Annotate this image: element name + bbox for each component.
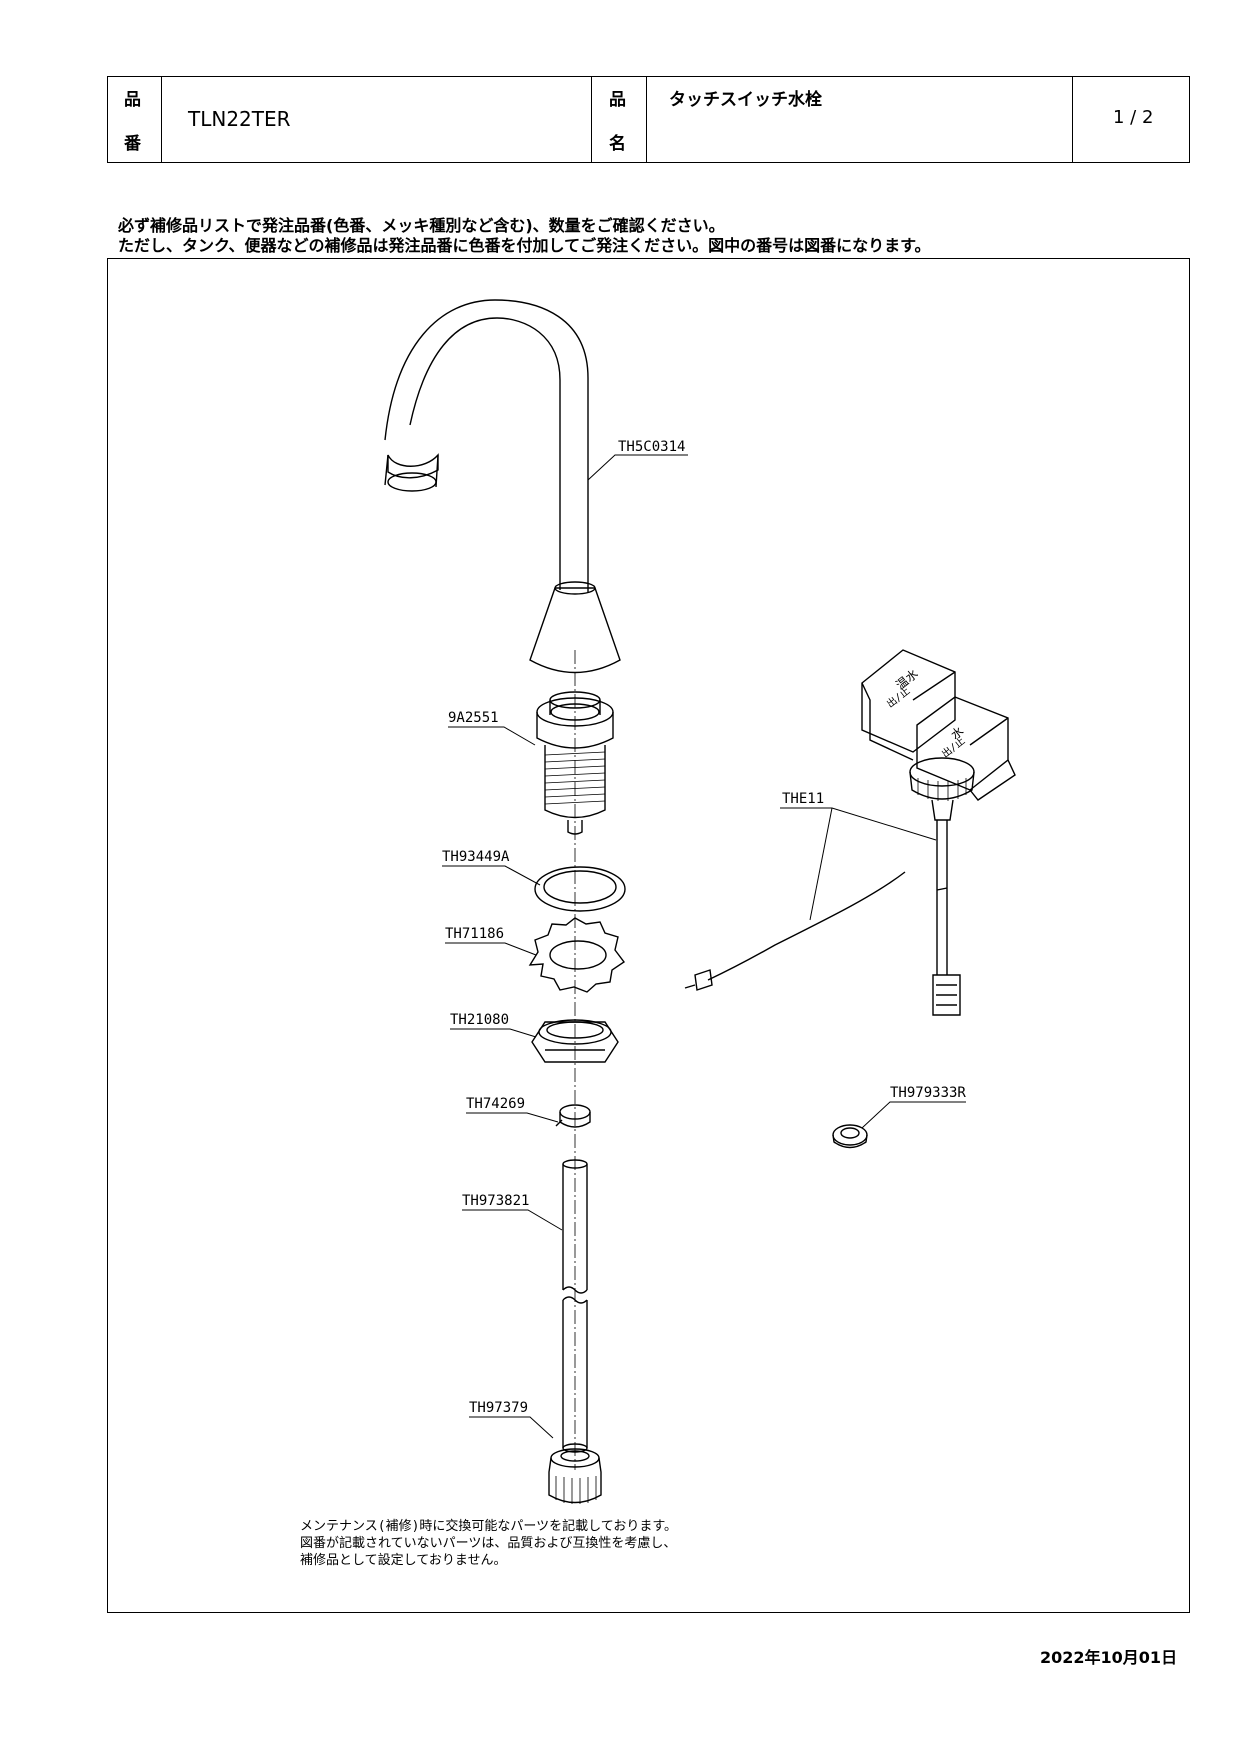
label-clip: TH74269 <box>466 1096 525 1112</box>
label-cap-nut: TH97379 <box>469 1400 528 1416</box>
label-nut: TH21080 <box>450 1012 509 1028</box>
leader-shank <box>448 726 536 746</box>
note-line-1: 必ず補修品リストで発注品番(色番、メッキ種別など含む)、数量をご確認ください。 <box>118 216 725 235</box>
page-cell: 1 / 2 <box>1073 77 1189 162</box>
leader-nut <box>450 1028 537 1038</box>
label-cap: TH979333R <box>890 1085 966 1101</box>
leader-tube <box>462 1209 563 1231</box>
spout-drawing <box>384 299 621 674</box>
gasket-drawing <box>534 866 626 912</box>
leader-cap <box>861 1101 966 1129</box>
label-switch: THE11 <box>782 791 824 807</box>
label-spout: TH5C0314 <box>618 439 685 455</box>
touch-switch-drawing <box>861 649 1016 1016</box>
nut-drawing <box>531 1019 619 1063</box>
name-label-top: 品 <box>609 90 626 110</box>
leader-lock-washer <box>445 942 537 956</box>
part-no-label-bottom: 番 <box>124 134 141 154</box>
label-shank: 9A2551 <box>448 710 499 726</box>
maintenance-note-3: 補修品として設定しておりません。 <box>300 1552 506 1568</box>
leader-switch-b <box>809 807 833 921</box>
maintenance-note-2: 図番が記載されていないパーツは、品質および互換性を考慮し、 <box>300 1535 676 1551</box>
lock-washer-drawing <box>528 917 626 993</box>
cap-drawing <box>832 1124 868 1149</box>
part-no-label-top: 品 <box>124 90 141 110</box>
label-gasket: TH93449A <box>442 849 510 865</box>
label-tube: TH973821 <box>462 1193 529 1209</box>
shank-drawing <box>536 691 614 835</box>
name-label-cell: 品 名 <box>592 77 647 162</box>
leader-cap-nut <box>469 1416 554 1439</box>
leader-switch-a <box>780 807 937 841</box>
issue-date: 2022年10月01日 <box>1040 1648 1178 1667</box>
tube-drawing <box>562 1159 588 1453</box>
clip-drawing <box>555 1104 591 1128</box>
diagram-frame <box>107 258 1190 1613</box>
maintenance-note-1: メンテナンス(補修)時に交換可能なパーツを記載しております。 <box>300 1518 677 1534</box>
note-line-2: ただし、タンク、便器などの補修品は発注品番に色番を付加してご発注ください。図中の… <box>118 236 931 255</box>
page-number: 1 / 2 <box>1113 107 1154 128</box>
leader-clip <box>466 1112 559 1123</box>
product-name: タッチスイッチ水栓 <box>669 90 822 110</box>
part-no-label-cell: 品 番 <box>108 77 162 162</box>
leader-spout <box>587 454 688 481</box>
bead-chain-drawing <box>684 871 906 991</box>
part-number: TLN22TER <box>188 107 291 131</box>
name-label-bottom: 名 <box>609 134 626 154</box>
cap-nut-drawing <box>548 1448 602 1504</box>
label-lock-washer: TH71186 <box>445 926 504 942</box>
header-table: 品 番 TLN22TER 品 名 タッチスイッチ水栓 1 / 2 <box>107 76 1190 163</box>
product-name-cell: タッチスイッチ水栓 <box>647 77 1073 162</box>
leader-gasket <box>442 865 541 886</box>
part-no-cell: TLN22TER <box>162 77 592 162</box>
